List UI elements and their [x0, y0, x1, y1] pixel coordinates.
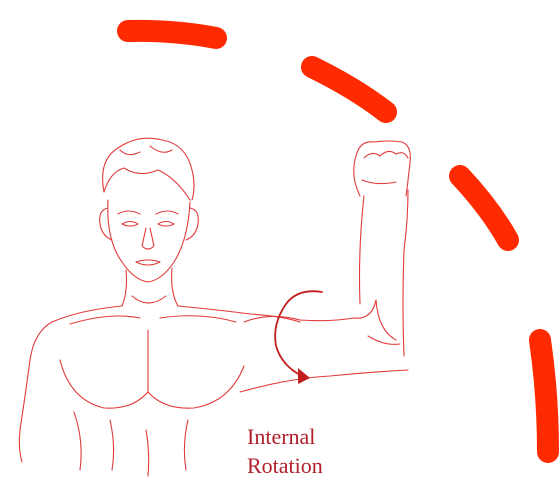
collarbones: [70, 316, 236, 324]
eyebrows: [118, 211, 178, 214]
left-shoulder: [19, 306, 122, 462]
right-eye: [158, 222, 174, 227]
right-shoulder: [178, 306, 300, 322]
rotation-arrow-head: [298, 368, 310, 384]
left-eye: [122, 222, 138, 227]
curved-rotation-arrow-icon: [275, 291, 322, 384]
arc-dash-4: [540, 340, 548, 452]
caption-line-1: Internal: [247, 422, 315, 451]
man-sketch: [19, 138, 410, 476]
arc-dash-1: [128, 31, 216, 38]
rotation-arrow-curve: [275, 291, 322, 376]
mouth: [136, 260, 160, 265]
pectorals: [60, 330, 244, 408]
arc-dash-3: [460, 176, 508, 240]
caption-line-2: Rotation: [247, 451, 323, 480]
forearm: [360, 190, 409, 356]
upper-arm: [240, 300, 408, 392]
arc-dash-2: [312, 67, 386, 112]
hair-outline: [103, 138, 194, 200]
range-of-motion-arc: [128, 31, 548, 452]
nose: [142, 228, 154, 249]
fist: [354, 141, 411, 196]
neck: [122, 268, 178, 306]
torso-lines: [74, 412, 188, 476]
